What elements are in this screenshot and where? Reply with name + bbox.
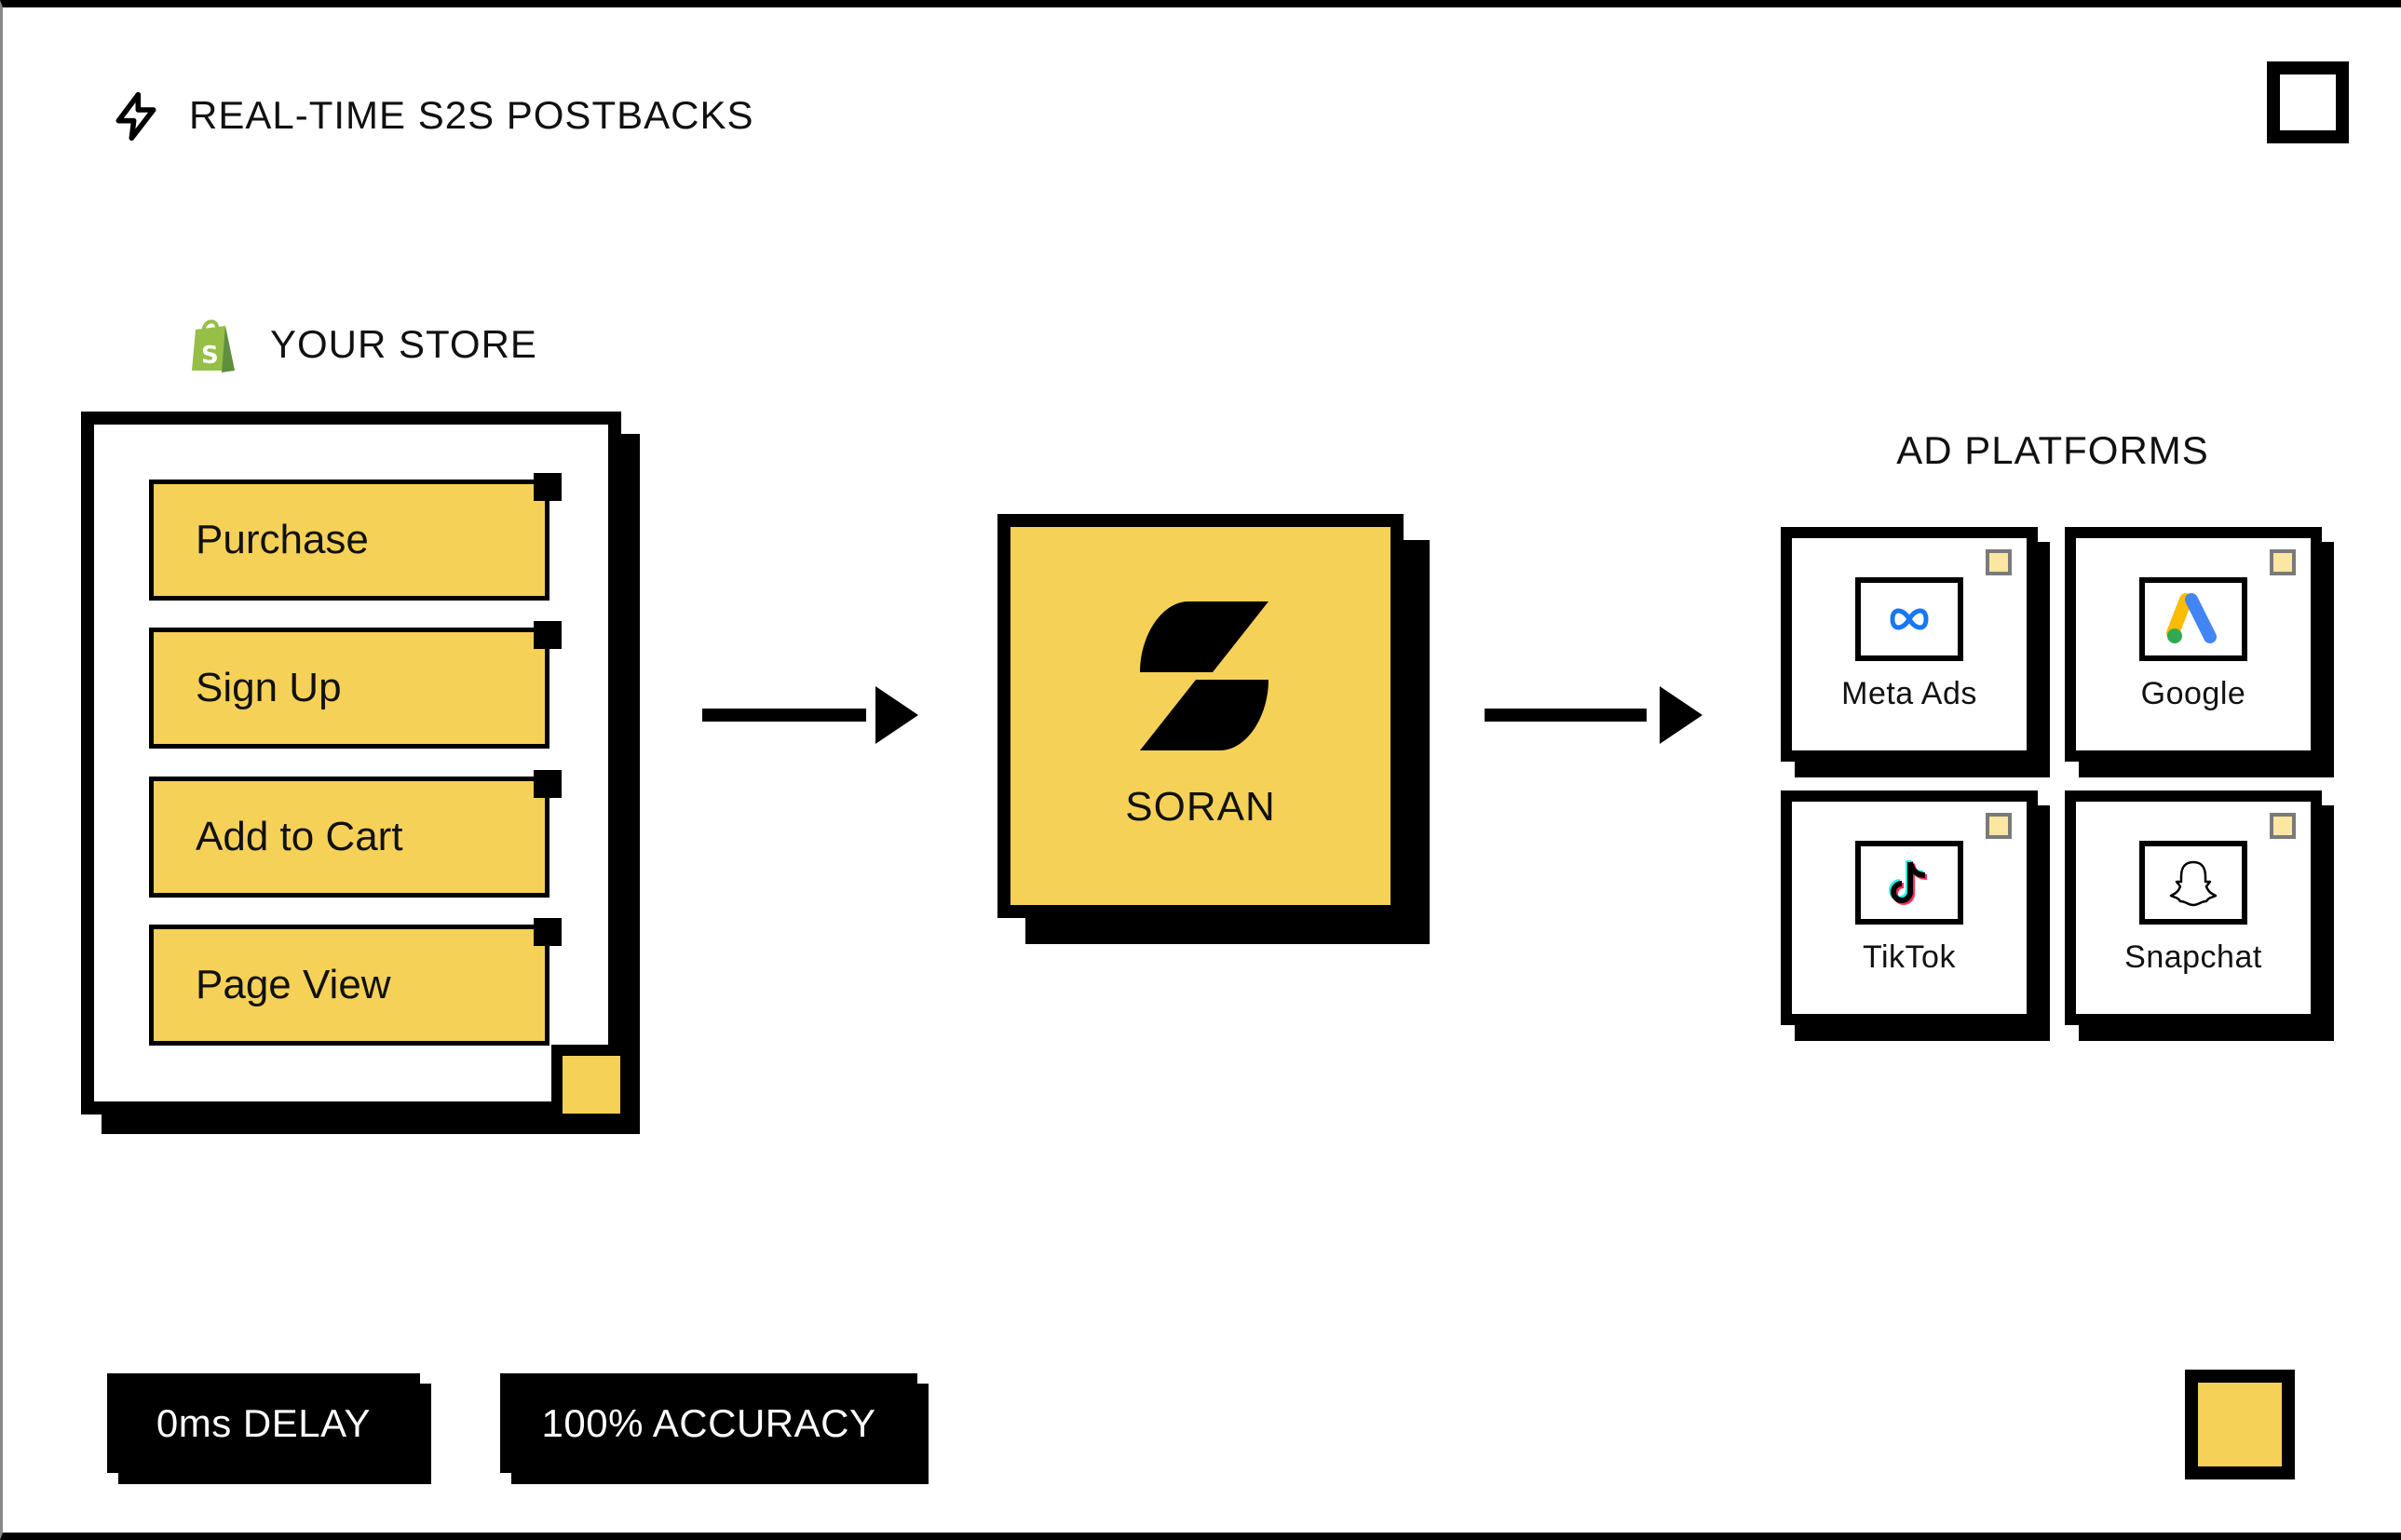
arrow-soran-to-platforms-line xyxy=(1485,709,1647,722)
google-icon-frame xyxy=(2139,577,2247,661)
delay-stat-badge: 0ms DELAY xyxy=(107,1373,420,1473)
meta-icon-frame xyxy=(1855,577,1963,661)
tiktok-icon-frame xyxy=(1855,841,1963,925)
arrow-right-icon xyxy=(875,686,918,744)
event-purchase[interactable]: Purchase xyxy=(149,480,549,601)
card-corner-marker xyxy=(2270,549,2296,575)
platform-name-snapchat: Snapchat xyxy=(2124,939,2262,975)
page-title: REAL-TIME S2S POSTBACKS xyxy=(189,93,754,137)
ad-platforms-label: AD PLATFORMS xyxy=(1896,428,2209,472)
event-page-view[interactable]: Page View xyxy=(149,925,549,1046)
platform-name-google: Google xyxy=(2140,676,2246,711)
card-corner-marker xyxy=(1986,813,2012,839)
card-corner-marker xyxy=(2270,813,2296,839)
bottom-corner-square xyxy=(2185,1370,2295,1479)
platform-name-tiktok: TikTok xyxy=(1863,939,1956,975)
store-corner-square xyxy=(551,1045,631,1125)
event-corner-marker xyxy=(534,918,562,946)
lightning-bolt-icon xyxy=(115,91,156,142)
shopify-bag-icon: S xyxy=(192,319,235,372)
snapchat-icon-frame xyxy=(2139,841,2247,925)
card-corner-marker xyxy=(1986,549,2012,575)
store-label: YOUR STORE xyxy=(270,322,537,366)
google-ads-icon xyxy=(2166,593,2217,643)
soran-label: SORAN xyxy=(1125,784,1276,830)
meta-infinity-icon xyxy=(1890,608,1929,630)
arrow-store-to-soran-line xyxy=(702,709,866,722)
accuracy-stat-badge: 100% ACCURACY xyxy=(500,1373,917,1473)
event-sign-up[interactable]: Sign Up xyxy=(149,628,549,749)
event-add-to-cart[interactable]: Add to Cart xyxy=(149,777,549,898)
snapchat-ghost-icon xyxy=(2169,860,2218,907)
event-corner-marker xyxy=(534,473,562,501)
event-corner-marker xyxy=(534,621,562,649)
event-corner-marker xyxy=(534,770,562,798)
soran-logo-icon xyxy=(1140,601,1268,750)
platform-name-meta: Meta Ads xyxy=(1841,676,1977,711)
svg-text:S: S xyxy=(201,342,219,370)
arrow-right-icon xyxy=(1660,686,1702,744)
tiktok-note-icon xyxy=(1889,859,1928,905)
corner-square-decoration xyxy=(2267,61,2349,143)
